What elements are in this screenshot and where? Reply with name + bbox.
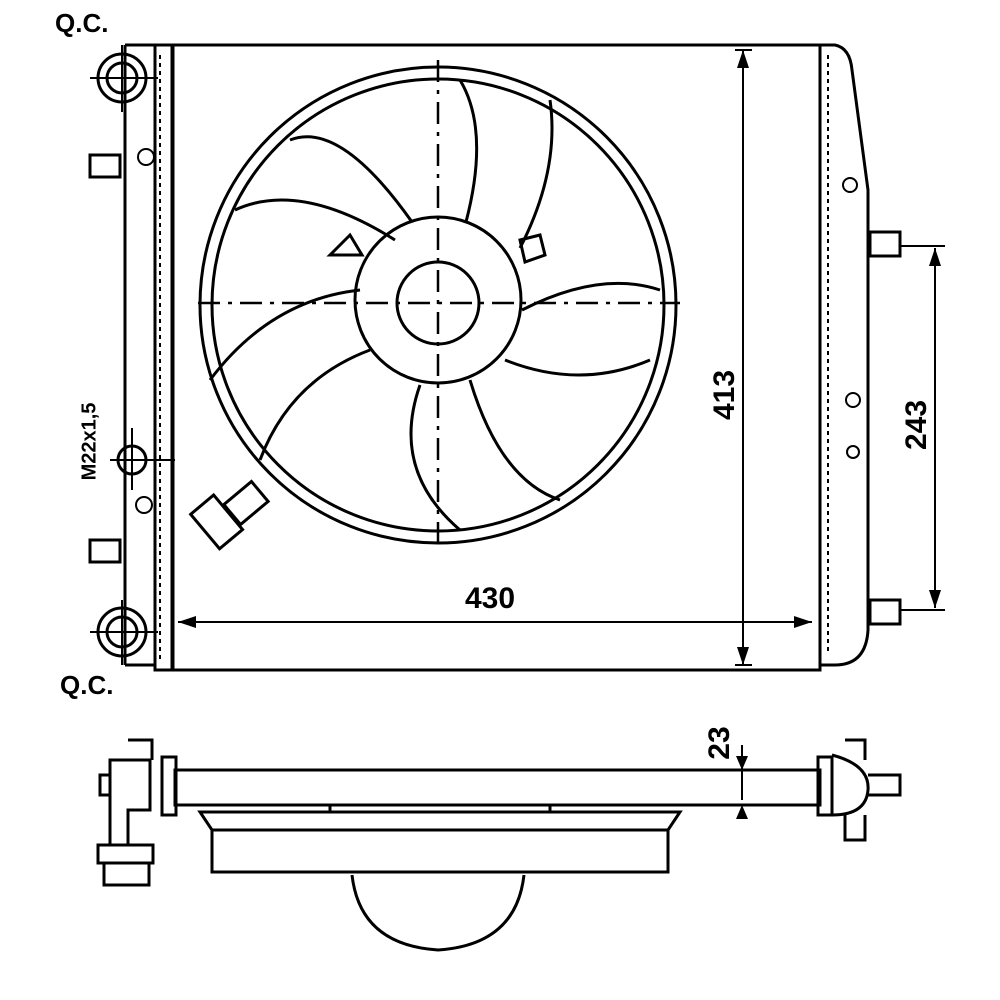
qc-label-bottom: Q.C. bbox=[60, 670, 114, 700]
thread-port bbox=[110, 428, 175, 490]
left-tank bbox=[123, 43, 175, 672]
qc-connector-top bbox=[90, 45, 158, 112]
qc-connector-bottom bbox=[90, 600, 158, 665]
qc-label-top: Q.C. bbox=[55, 8, 109, 38]
left-pins bbox=[88, 153, 122, 564]
height-dimension-label: 413 bbox=[708, 369, 741, 421]
depth-dimension-label: 23 bbox=[703, 726, 736, 760]
right-tank bbox=[820, 43, 902, 667]
dimension-lines bbox=[178, 49, 945, 819]
fan bbox=[188, 60, 680, 551]
side-view bbox=[96, 738, 902, 952]
port-spacing-label: 243 bbox=[900, 399, 933, 451]
thread-label: M22x1,5 bbox=[78, 402, 101, 481]
width-dimension-label: 430 bbox=[465, 582, 516, 615]
